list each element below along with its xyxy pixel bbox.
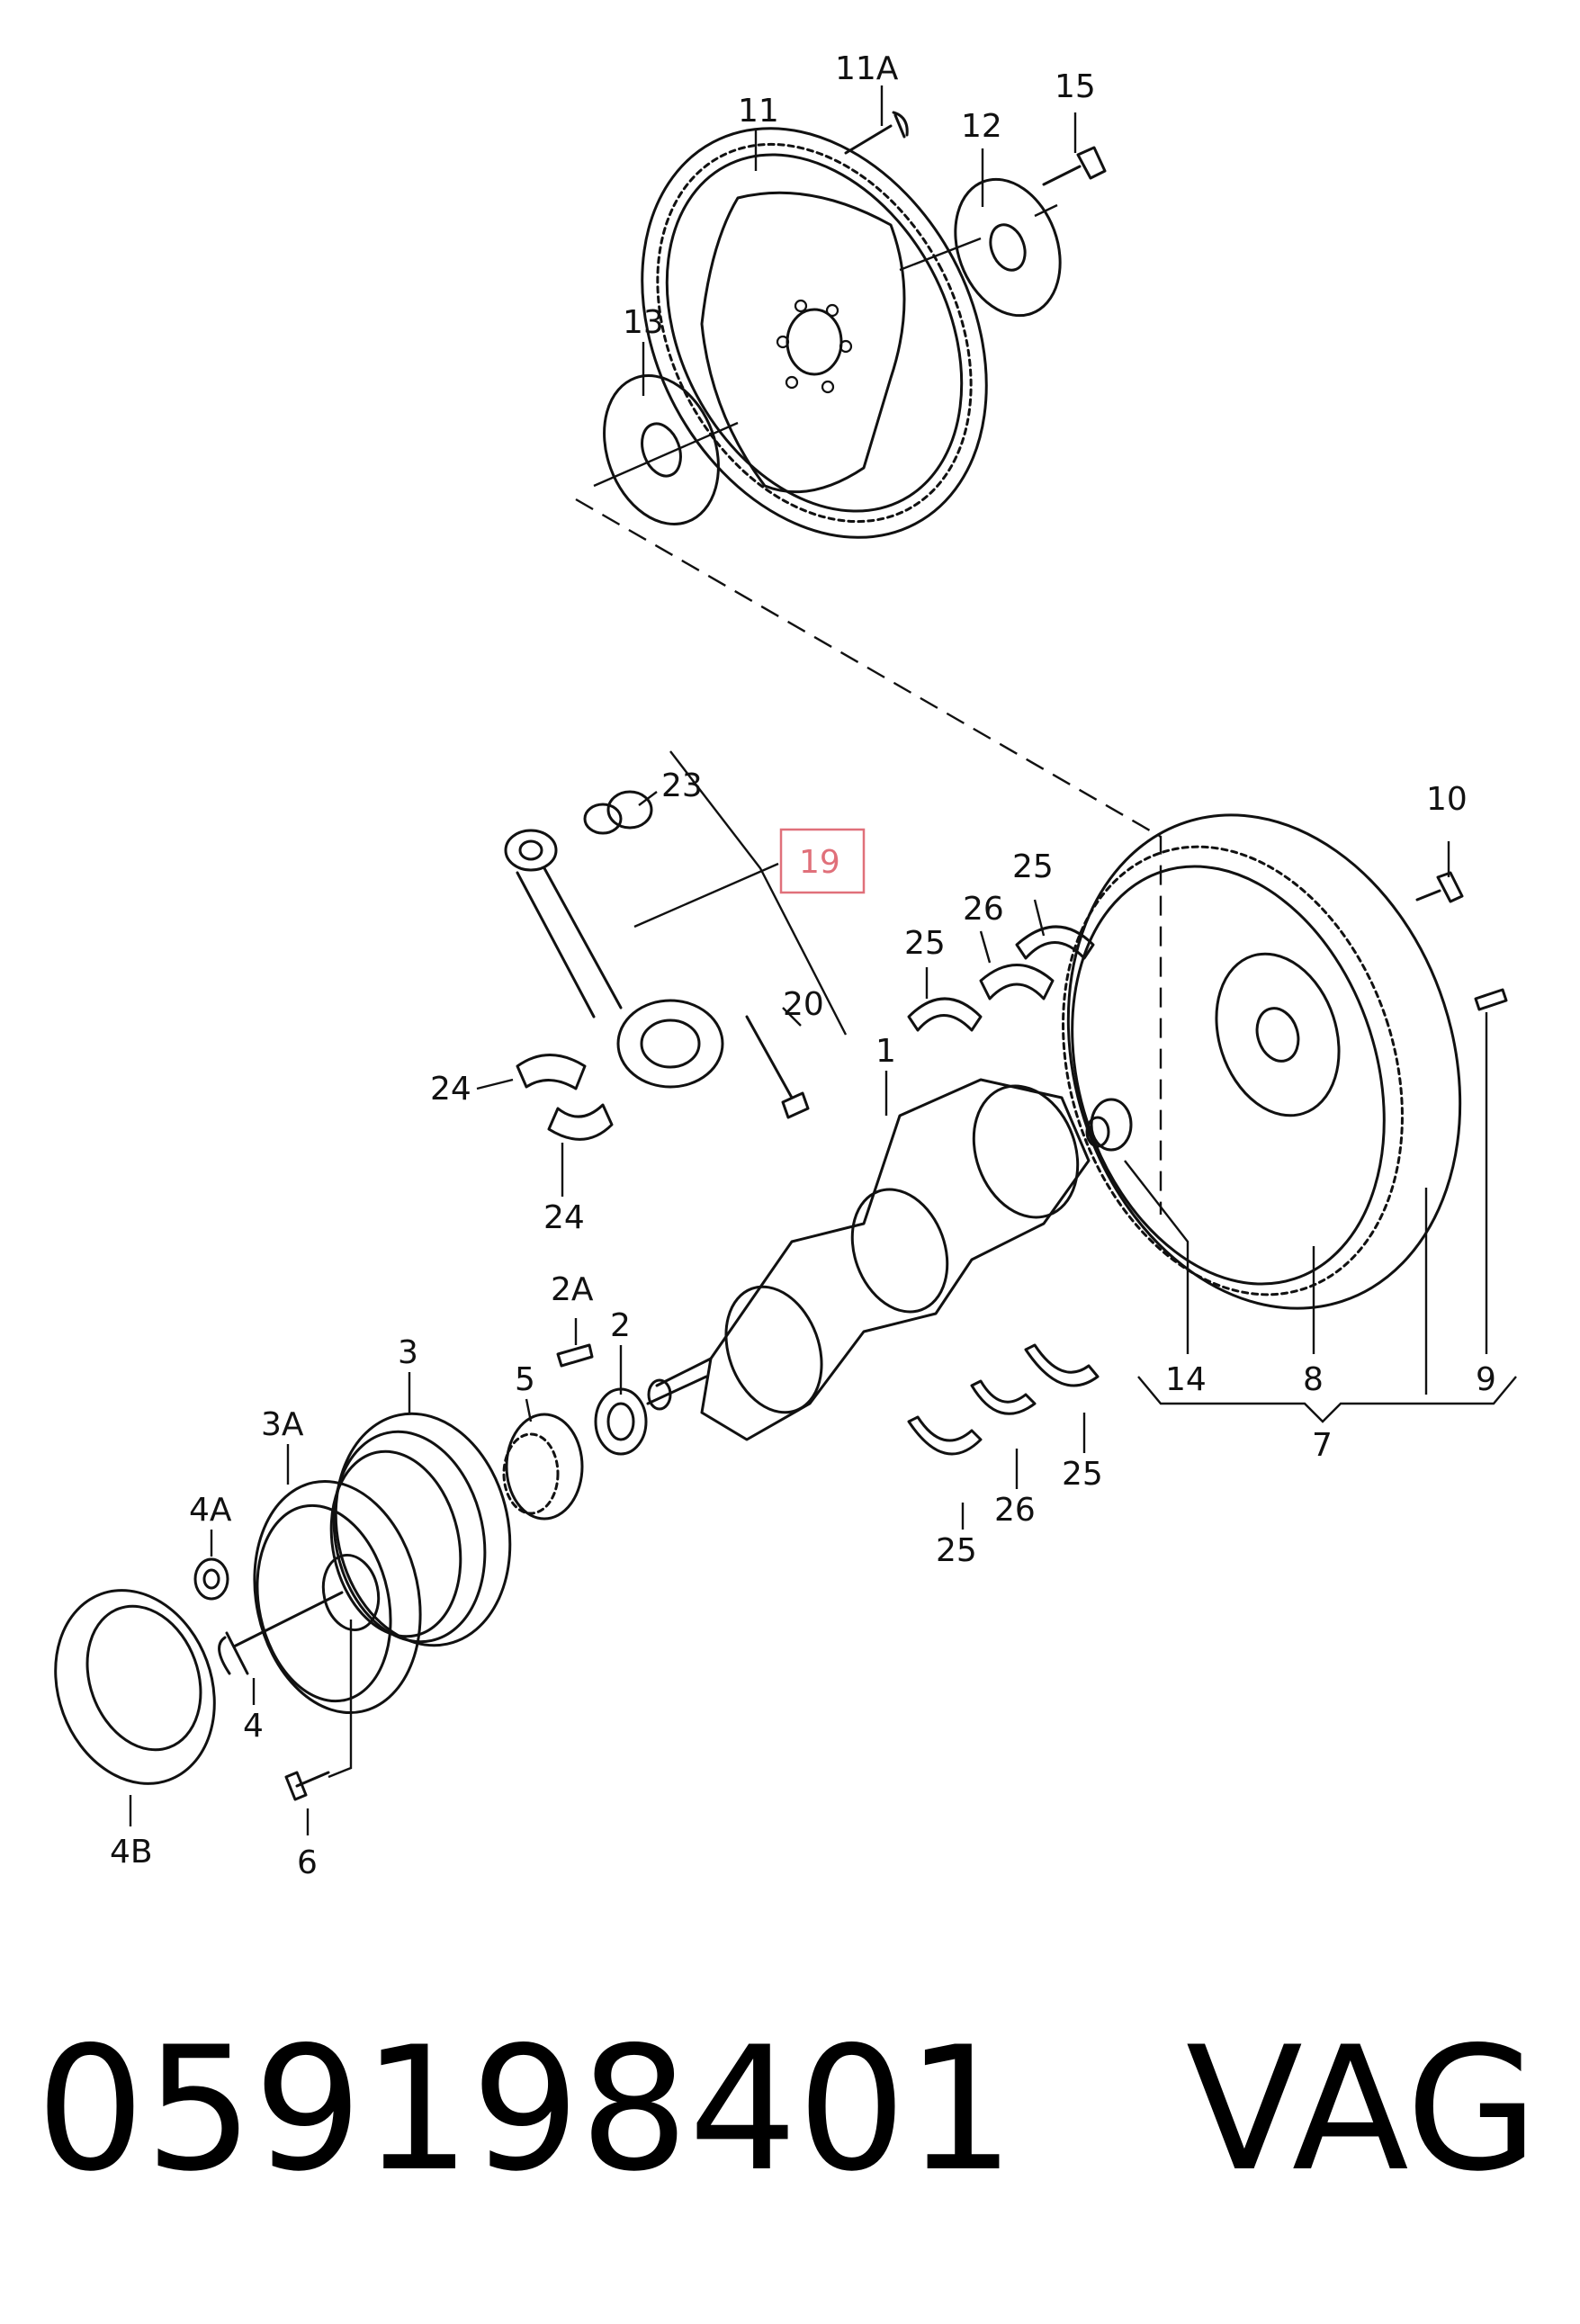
label-8: 8 <box>1303 1361 1324 1398</box>
label-3: 3 <box>398 1334 418 1371</box>
drive-plate-assembly <box>593 111 1107 539</box>
label-25-upper-right: 25 <box>1012 848 1054 885</box>
label-11A: 11A <box>835 50 899 87</box>
label-1: 1 <box>875 1033 896 1070</box>
label-19: 19 <box>799 844 840 881</box>
label-24-lower: 24 <box>543 1199 585 1236</box>
label-15: 15 <box>1055 68 1096 105</box>
label-25-lower-right: 25 <box>1062 1456 1103 1493</box>
front-pulley-group <box>54 1343 648 1801</box>
label-26-lower: 26 <box>994 1492 1036 1529</box>
label-7: 7 <box>1312 1427 1333 1464</box>
dashed-alignment-line <box>575 498 1163 1215</box>
label-4A: 4A <box>189 1492 232 1529</box>
label-14: 14 <box>1165 1361 1207 1398</box>
label-26-upper: 26 <box>963 891 1004 928</box>
label-23: 23 <box>661 767 703 804</box>
label-2: 2 <box>610 1307 631 1344</box>
crankshaft <box>646 1078 1091 1441</box>
part-caption: 059198401 VAG <box>36 2006 1557 2213</box>
label-12: 12 <box>961 108 1002 145</box>
label-10: 10 <box>1426 781 1468 818</box>
label-9: 9 <box>1476 1361 1496 1398</box>
label-11: 11 <box>738 93 779 130</box>
highlight-box <box>779 828 866 894</box>
brand-name: VAG <box>1185 2010 1539 2209</box>
label-25-lower-left: 25 <box>936 1532 977 1569</box>
main-bearing-shells-lower <box>907 1343 1100 1456</box>
label-4: 4 <box>243 1708 264 1745</box>
label-4B: 4B <box>110 1834 153 1871</box>
leader-lines <box>129 85 1517 1835</box>
label-6: 6 <box>297 1844 318 1881</box>
label-25-upper-left: 25 <box>904 925 946 962</box>
connecting-rod-assembly <box>504 790 810 1141</box>
label-13: 13 <box>623 304 664 341</box>
flywheel-assembly <box>1062 813 1508 1310</box>
label-5: 5 <box>515 1361 535 1398</box>
part-number: 059198401 <box>36 2010 1015 2209</box>
callout-labels: 11A 11 15 12 13 23 19 10 25 26 25 20 24 … <box>110 50 1496 1881</box>
label-24-upper: 24 <box>430 1071 471 1108</box>
label-2A: 2A <box>551 1271 594 1308</box>
label-20: 20 <box>783 986 824 1023</box>
label-3A: 3A <box>261 1406 304 1443</box>
